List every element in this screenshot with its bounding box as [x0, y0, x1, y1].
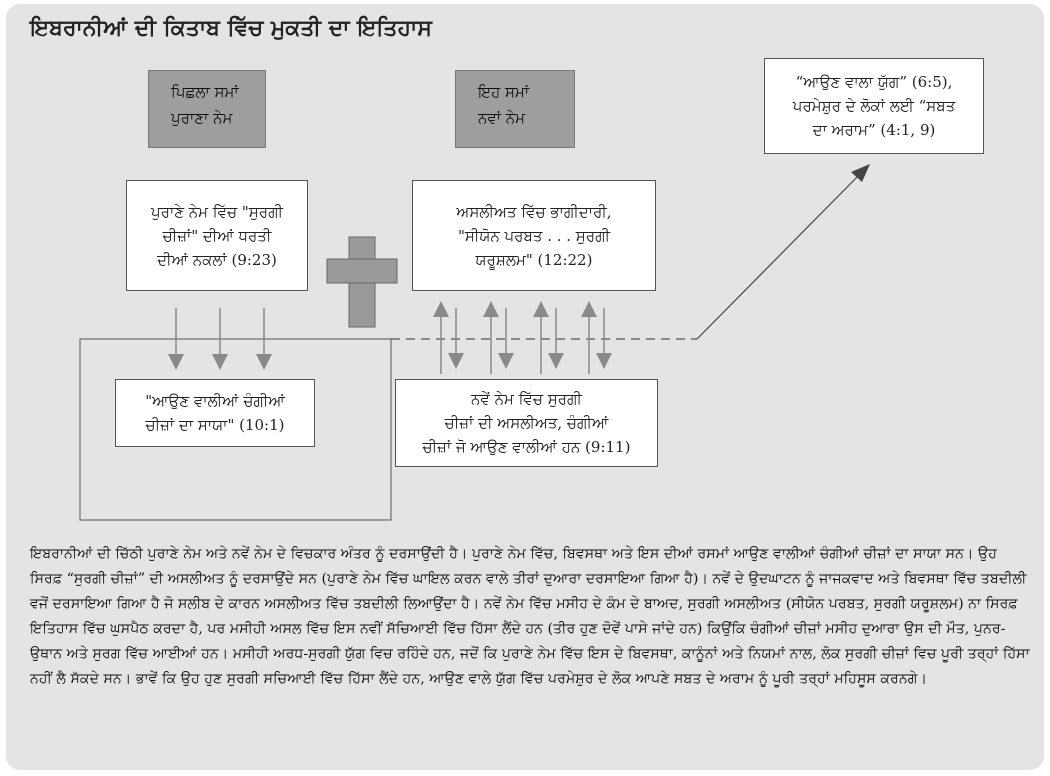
future-arrow	[696, 169, 865, 340]
up-arrow-2	[483, 301, 499, 374]
past-era-label: ਪਿਛਲਾ ਸਮਾਂ	[171, 83, 239, 101]
old-copies-line2: ਚੀਜ਼ਾਂ" ਦੀਆਂ ਧਰਤੀ	[162, 226, 272, 245]
down-arrow-2	[498, 308, 514, 369]
reality-line2: "ਸੀਯੋਨ ਪਰਬਤ . . . ਸੁਰਗੀ	[457, 226, 611, 245]
old-covenant-label: ਪੁਰਾਣਾ ਨੇਮ	[171, 109, 233, 127]
new-reality-line1: ਨਵੇਂ ਨੇਮ ਵਿੱਚ ਸੁਰਗੀ	[471, 390, 582, 408]
new-reality-line3: ਚੀਜ਼ਾਂ ਜੋ ਆਉਣ ਵਾਲੀਆਂ ਹਨ (9:11)	[422, 438, 631, 456]
shadow-arrow-3	[256, 308, 272, 370]
explanation-paragraph: ਇਬਰਾਨੀਆਂ ਦੀ ਚਿੱਠੀ ਪੁਰਾਣੇ ਨੇਮ ਅਤੇ ਨਵੇਂ ਨੇ…	[30, 546, 1030, 687]
shadow-arrow-2	[212, 308, 228, 370]
past-era-header: ਪਿਛਲਾ ਸਮਾਂ ਪੁਰਾਣਾ ਨੇਮ	[148, 70, 266, 148]
shadow-arrow-1	[168, 308, 184, 370]
present-era-label: ਇਹ ਸਮਾਂ	[478, 83, 530, 101]
reality-participation-box: ਅਸਲੀਅਤ ਵਿੱਚ ਭਾਗੀਦਾਰੀ, "ਸੀਯੋਨ ਪਰਬਤ . . . …	[412, 180, 656, 291]
up-arrow-4	[581, 301, 597, 374]
down-arrow-3	[548, 308, 564, 369]
up-arrow-1	[433, 301, 449, 374]
reality-line1: ਅਸਲੀਅਤ ਵਿੱਚ ਭਾਗੀਦਾਰੀ,	[456, 202, 612, 221]
reality-line3: ਯਰੂਸ਼ਲਮ" (12:22)	[475, 250, 593, 269]
future-arrowhead	[851, 164, 870, 182]
old-copies-line3: ਦੀਆਂ ਨਕਲਾਂ (9:23)	[157, 250, 277, 269]
page-title: ਇਬਰਾਨੀਆਂ ਦੀ ਕਿਤਾਬ ਵਿੱਚ ਮੁਕਤੀ ਦਾ ਇਤਿਹਾਸ	[30, 16, 432, 41]
down-arrow-4	[596, 308, 612, 369]
shadow-line2: ਚੀਜ਼ਾਂ ਦਾ ਸਾਯਾ" (10:1)	[145, 416, 285, 434]
new-covenant-label: ਨਵਾਂ ਨੇਮ	[478, 109, 526, 127]
down-arrow-1	[448, 308, 464, 369]
new-reality-line2: ਚੀਜ਼ਾਂ ਦੀ ਅਸਲੀਅਤ, ਚੰਗੀਆਂ	[444, 414, 609, 432]
up-arrow-3	[533, 301, 549, 374]
future-age-line1: “ਆਉਣ ਵਾਲਾ ਯੁੱਗ” (6:5),	[795, 73, 953, 91]
shadow-line1: "ਆਉਣ ਵਾਲੀਆਂ ਚੰਗੀਆਂ	[145, 392, 285, 410]
future-age-box: “ਆਉਣ ਵਾਲਾ ਯੁੱਗ” (6:5), ਪਰਮੇਸ਼ੁਰ ਦੇ ਲੋਕਾਂ…	[764, 58, 984, 154]
old-copies-line1: ਪੁਰਾਣੇ ਨੇਮ ਵਿੱਚ "ਸੁਰਗੀ	[150, 202, 284, 221]
old-covenant-frame	[79, 338, 392, 521]
future-age-line3: ਦਾ ਅਰਾਮ” (4:1, 9)	[812, 121, 936, 139]
present-era-header: ਇਹ ਸਮਾਂ ਨਵਾਂ ਨੇਮ	[455, 70, 575, 148]
future-age-line2: ਪਰਮੇਸ਼ੁਰ ਦੇ ਲੋਕਾਂ ਲਈ “ਸਬਤ	[792, 97, 956, 115]
shadow-box: "ਆਉਣ ਵਾਲੀਆਂ ਚੰਗੀਆਂ ਚੀਜ਼ਾਂ ਦਾ ਸਾਯਾ" (10:1…	[115, 379, 315, 447]
old-copies-box: ਪੁਰਾਣੇ ਨੇਮ ਵਿੱਚ "ਸੁਰਗੀ ਚੀਜ਼ਾਂ" ਦੀਆਂ ਧਰਤੀ…	[126, 180, 308, 291]
new-reality-box: ਨਵੇਂ ਨੇਮ ਵਿੱਚ ਸੁਰਗੀ ਚੀਜ਼ਾਂ ਦੀ ਅਸਲੀਅਤ, ਚੰ…	[395, 379, 658, 467]
